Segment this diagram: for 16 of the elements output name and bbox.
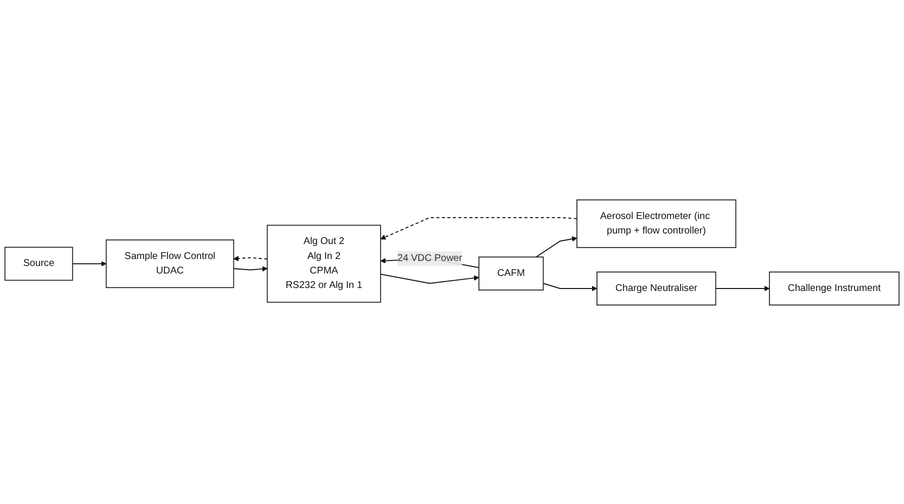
- node-box: Challenge Instrument: [768, 271, 900, 306]
- arrow: [380, 273, 480, 284]
- arrow: [715, 285, 770, 291]
- arrow: [233, 266, 268, 272]
- node-box: Alg Out 2 Alg In 2 CPMA RS232 or Alg In 1: [266, 224, 382, 302]
- node-box: Aerosol Electrometer (inc pump + flow controller): [576, 198, 736, 248]
- arrow: [233, 255, 268, 261]
- arrow: [72, 260, 106, 266]
- arrow: [542, 282, 598, 291]
- node-box: CAFM: [478, 256, 544, 290]
- node-box: Charge Neutraliser: [596, 271, 716, 306]
- node-box: Source: [4, 246, 74, 280]
- edge-label: 24 VDC Power: [397, 252, 462, 263]
- node-box: Sample Flow Control UDAC: [106, 239, 234, 288]
- arrow: [536, 236, 578, 258]
- arrow: [380, 216, 578, 240]
